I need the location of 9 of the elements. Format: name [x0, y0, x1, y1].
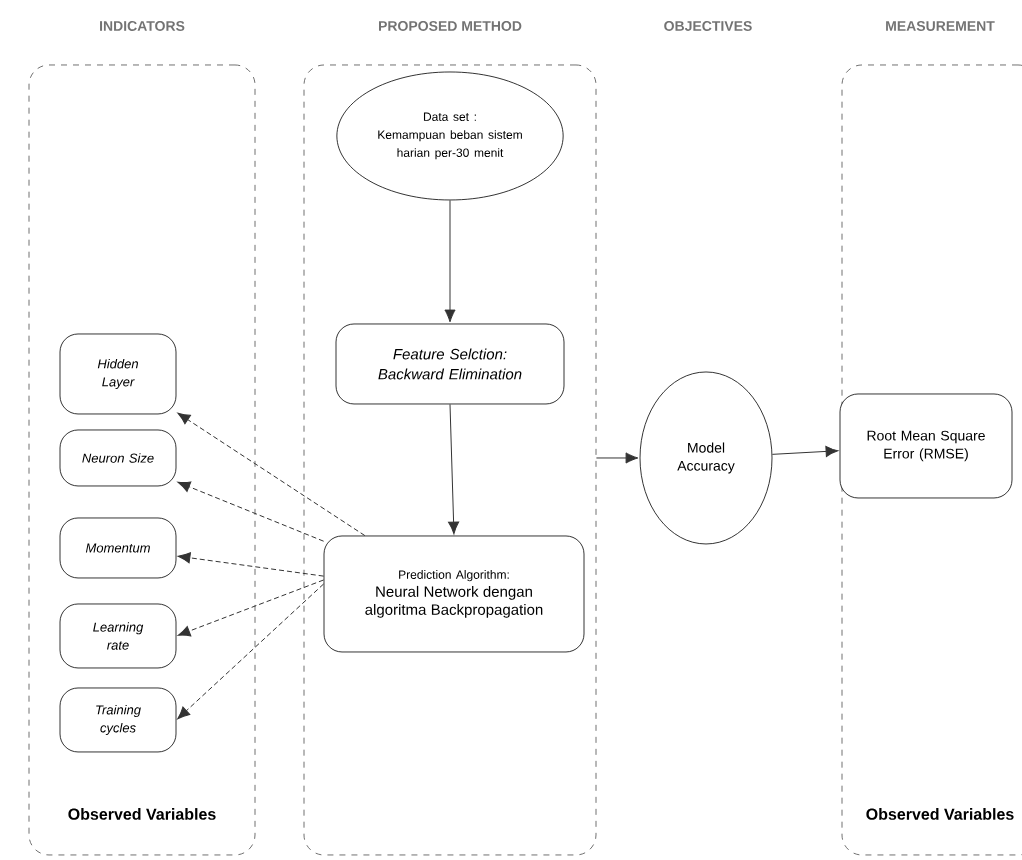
arrow — [444, 199, 456, 323]
arrow — [177, 552, 325, 577]
arrow — [177, 412, 366, 537]
arrow — [177, 481, 325, 542]
arrow — [448, 403, 460, 535]
arrow — [177, 583, 325, 720]
arrow — [177, 579, 325, 637]
arrow — [595, 452, 639, 464]
arrow — [771, 445, 839, 457]
